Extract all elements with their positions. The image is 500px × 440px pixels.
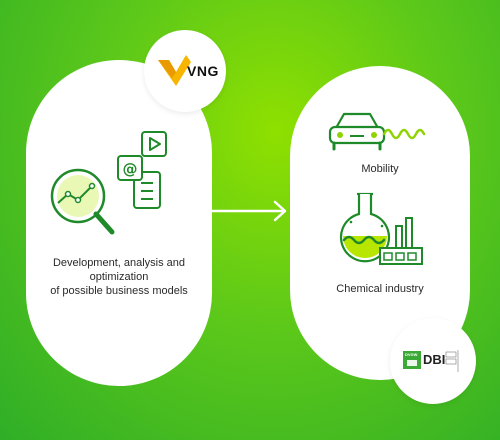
mobility-label: Mobility bbox=[361, 163, 399, 175]
chemical-industry-label: Chemical industry bbox=[336, 283, 424, 295]
dvgw-logo-text: DVGW bbox=[405, 352, 418, 357]
vng-logo-text: VNG bbox=[187, 63, 219, 79]
dbi-logo-text: DBI bbox=[423, 352, 446, 367]
svg-text:@: @ bbox=[123, 160, 138, 178]
source-label: Development, analysis and optimization o… bbox=[50, 257, 188, 297]
source-panel bbox=[26, 60, 212, 386]
